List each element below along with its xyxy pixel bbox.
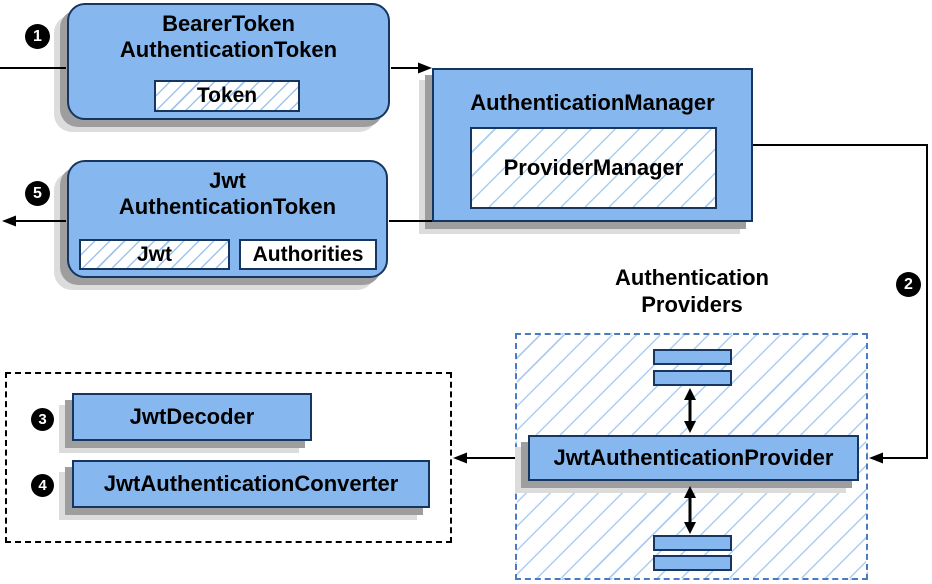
jwt-authentication-token-node: Jwt AuthenticationToken Jwt Authorities [67,160,388,278]
provider-stack-bar [653,370,732,386]
authorities-chip: Authorities [239,239,377,270]
step-2-badge: 2 [896,272,921,297]
jwt-decoder-node: JwtDecoder [72,393,312,441]
authentication-manager-title: AuthenticationManager [470,90,715,115]
bearer-token-title-line1: BearerToken [162,11,295,36]
authentication-providers-label-line2: Providers [641,292,743,317]
jwt-authentication-provider-node: JwtAuthenticationProvider [528,435,859,481]
jwt-token-title-line1: Jwt [209,168,246,193]
step-3-badge: 3 [31,408,54,431]
provider-stack-bar [653,535,732,551]
jwt-token-title-line2: AuthenticationToken [118,194,337,219]
jwt-chip: Jwt [79,239,230,270]
bearer-token-title-line2: AuthenticationToken [119,37,338,62]
provider-manager-chip: ProviderManager [470,127,717,209]
bearer-token-authentication-token-node: BearerToken AuthenticationToken Token [67,3,390,120]
authentication-providers-label: Authentication Providers [558,264,826,318]
token-chip: Token [154,80,300,112]
provider-stack-bar [653,555,732,571]
step-1-badge: 1 [25,24,50,49]
bearer-token-title: BearerToken AuthenticationToken [69,11,388,63]
authentication-providers-label-line1: Authentication [615,265,769,290]
jwt-token-title: Jwt AuthenticationToken [69,168,386,220]
provider-stack-bar [653,349,732,365]
step-5-badge: 5 [25,181,50,206]
authentication-manager-node: AuthenticationManager ProviderManager [432,68,753,222]
step-4-badge: 4 [31,474,54,497]
jwt-authentication-converter-node: JwtAuthenticationConverter [72,460,430,508]
